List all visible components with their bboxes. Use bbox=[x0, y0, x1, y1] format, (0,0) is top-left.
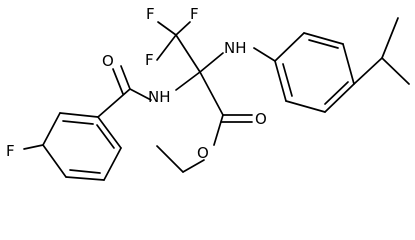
amide-oxygen-label: O bbox=[102, 52, 114, 70]
ring-bond-2 bbox=[303, 32, 344, 45]
bond-aryl-fluorine bbox=[23, 144, 44, 150]
ethyl-ester-group bbox=[156, 114, 253, 173]
bond-oxygen-ethyl bbox=[182, 159, 205, 173]
ring-bond-8 bbox=[42, 112, 61, 146]
ring-bond-7 bbox=[59, 112, 99, 118]
ring-bond-3 bbox=[342, 43, 355, 85]
amide-group bbox=[97, 65, 152, 118]
isopropyl-group bbox=[353, 17, 410, 85]
structure-canvas: F F F NH NH O O O F bbox=[6, 5, 410, 181]
ring-bond-4 bbox=[324, 83, 355, 113]
fluorophenyl-ring bbox=[23, 112, 122, 181]
bond-c-nh-upper bbox=[199, 52, 224, 73]
ring-bond-11 bbox=[103, 147, 122, 181]
bond-amide-carbonyl-b bbox=[112, 68, 124, 95]
amine-label-upper: NH bbox=[224, 39, 247, 57]
trifluoromethyl-group bbox=[156, 21, 201, 73]
ring-inner-bond-d bbox=[62, 120, 94, 125]
ring-bond-5 bbox=[285, 100, 326, 113]
ring-inner-bond-b bbox=[324, 81, 349, 105]
bond-cf-a bbox=[157, 21, 177, 36]
ring-bond-9 bbox=[42, 144, 67, 178]
bond-amide-carbonyl-a bbox=[120, 65, 131, 90]
bond-carbonyl-aryl bbox=[97, 88, 131, 118]
amine-label-lower: NH bbox=[148, 88, 171, 106]
ring-inner-bond-e bbox=[69, 169, 101, 174]
bond-ethyl-methyl bbox=[156, 145, 184, 173]
quaternary-carbon-bonds bbox=[175, 52, 224, 116]
ring-bond-6 bbox=[274, 60, 287, 102]
bond-cf-c bbox=[156, 34, 177, 61]
isopropylphenyl-ring bbox=[274, 32, 355, 113]
ring-inner-bond-a bbox=[308, 39, 339, 49]
ester-carbonyl-oxygen-label: O bbox=[255, 110, 267, 128]
aryl-fluorine-label: F bbox=[6, 142, 15, 160]
ring-inner-bond-c bbox=[282, 63, 293, 97]
ester-oxygen-label: O bbox=[197, 144, 209, 162]
ring-bond-10 bbox=[65, 176, 105, 181]
bond-isopropyl-methyl-b bbox=[381, 17, 399, 59]
molecule-diagram: F F F NH NH O O O F bbox=[6, 5, 410, 181]
bond-nh-aryl bbox=[253, 47, 276, 62]
bond-isopropyl-methyl-a bbox=[381, 57, 410, 85]
ring-bond-1 bbox=[274, 32, 305, 62]
bond-cf3-quaternary bbox=[175, 34, 201, 73]
fluorine-label-a: F bbox=[146, 5, 155, 23]
upper-amine-linkage bbox=[253, 47, 276, 62]
bond-ring-isopropyl bbox=[353, 57, 383, 85]
bond-c-nh-lower bbox=[175, 71, 201, 91]
ring-inner-bond-f bbox=[96, 124, 115, 149]
bond-cf-b bbox=[175, 21, 191, 36]
bond-ester-oxygen bbox=[213, 114, 224, 146]
ring-bond-12 bbox=[97, 116, 122, 149]
fluorine-label-b: F bbox=[190, 5, 199, 23]
bond-c-ester bbox=[199, 71, 224, 116]
bond-nh-carbonyl bbox=[129, 88, 152, 101]
fluorine-label-c: F bbox=[145, 51, 154, 69]
